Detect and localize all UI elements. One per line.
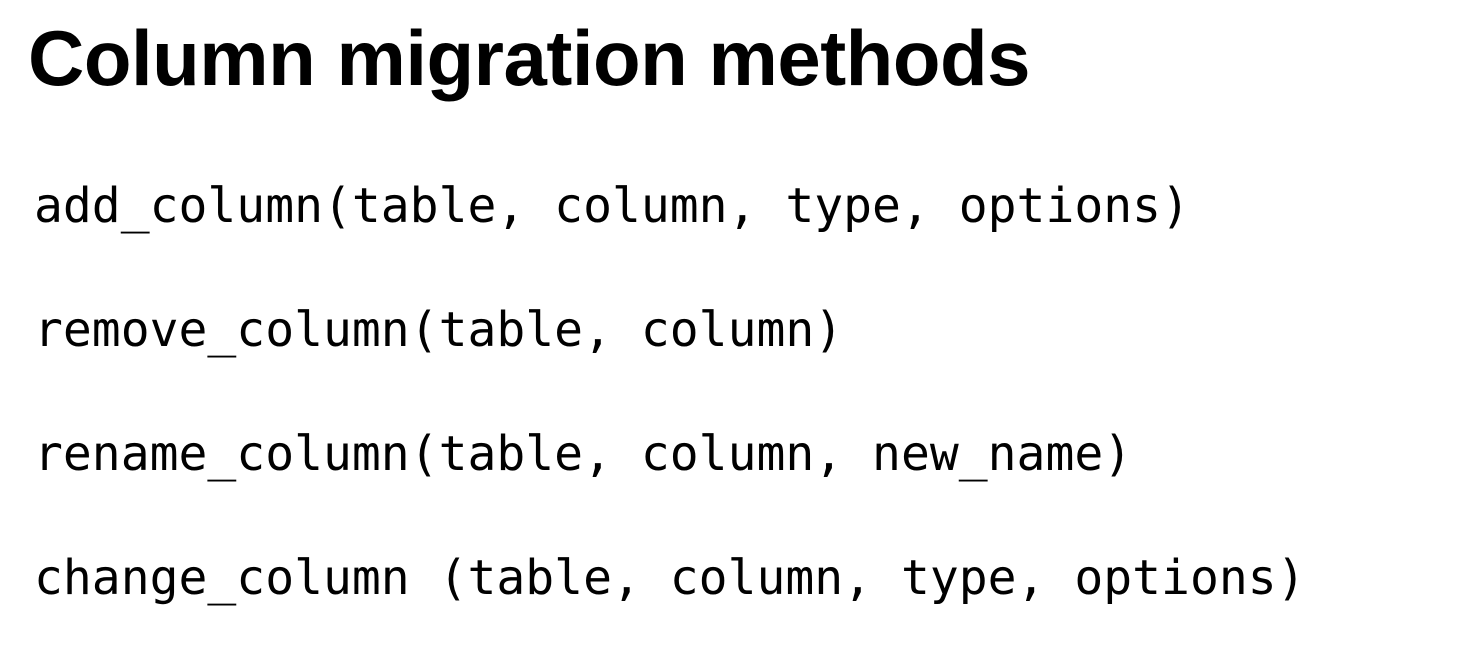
slide: Column migration methods add_column(tabl…: [28, 14, 1306, 606]
method-signature-rename-column: rename_column(table, column, new_name): [34, 426, 1133, 482]
method-signature-remove-column: remove_column(table, column): [34, 302, 844, 358]
method-signature-add-column: add_column(table, column, type, options): [34, 178, 1190, 234]
method-list: add_column(table, column, type, options)…: [34, 166, 1306, 662]
method-signature-change-column: change_column (table, column, type, opti…: [34, 550, 1306, 606]
slide-title: Column migration methods: [28, 14, 1031, 102]
